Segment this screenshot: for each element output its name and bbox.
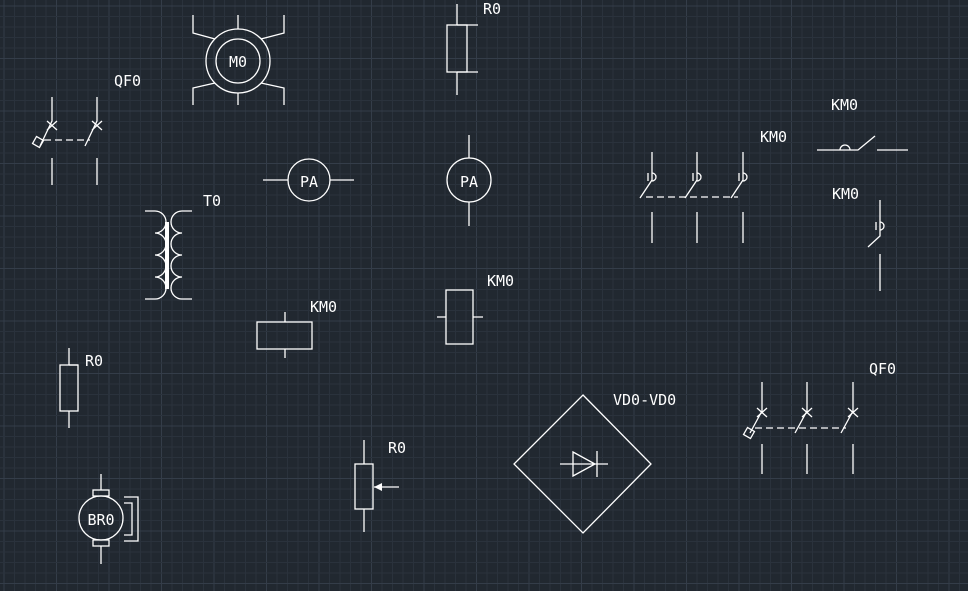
resistor-variable-label: R0: [388, 439, 406, 457]
circuit-breaker-three-pole[interactable]: QF0: [742, 360, 897, 474]
ammeter-vertical-label: PA: [460, 173, 478, 191]
bridge-rectifier[interactable]: VD0-VD0: [513, 391, 676, 534]
resistor-left-label: R0: [85, 352, 103, 370]
contact-vertical-label: KM0: [832, 185, 859, 203]
resistor-left[interactable]: R0: [59, 348, 103, 428]
contact-vertical[interactable]: KM0: [832, 185, 885, 291]
circuit-breaker-two-pole[interactable]: QF0: [31, 72, 142, 185]
rectifier-label: VD0-VD0: [613, 391, 676, 409]
resistor-variable[interactable]: R0: [354, 439, 406, 532]
contact-horizontal[interactable]: KM0: [817, 96, 908, 151]
transformer[interactable]: T0: [145, 192, 221, 300]
coil-vertical[interactable]: KM0: [437, 272, 514, 345]
breaker-three-pole-label: QF0: [869, 360, 896, 378]
contactor-three-pole[interactable]: KM0: [639, 128, 787, 243]
motor-label: M0: [229, 53, 247, 71]
dc-machine[interactable]: BR0: [78, 474, 139, 564]
resistor-top-label: R0: [483, 0, 501, 18]
resistor-top[interactable]: R0: [446, 0, 501, 95]
contactor-three-pole-label: KM0: [760, 128, 787, 146]
motor-symbol[interactable]: M0: [192, 15, 285, 105]
coil-horizontal-label: KM0: [310, 298, 337, 316]
ammeter-horizontal[interactable]: PA: [263, 158, 354, 202]
ammeter-vertical[interactable]: PA: [446, 135, 492, 226]
breaker-label: QF0: [114, 72, 141, 90]
ammeter-horizontal-label: PA: [300, 173, 318, 191]
coil-vertical-label: KM0: [487, 272, 514, 290]
dc-machine-label: BR0: [87, 511, 114, 529]
transformer-label: T0: [203, 192, 221, 210]
contact-horizontal-label: KM0: [831, 96, 858, 114]
coil-horizontal[interactable]: KM0: [256, 298, 337, 358]
